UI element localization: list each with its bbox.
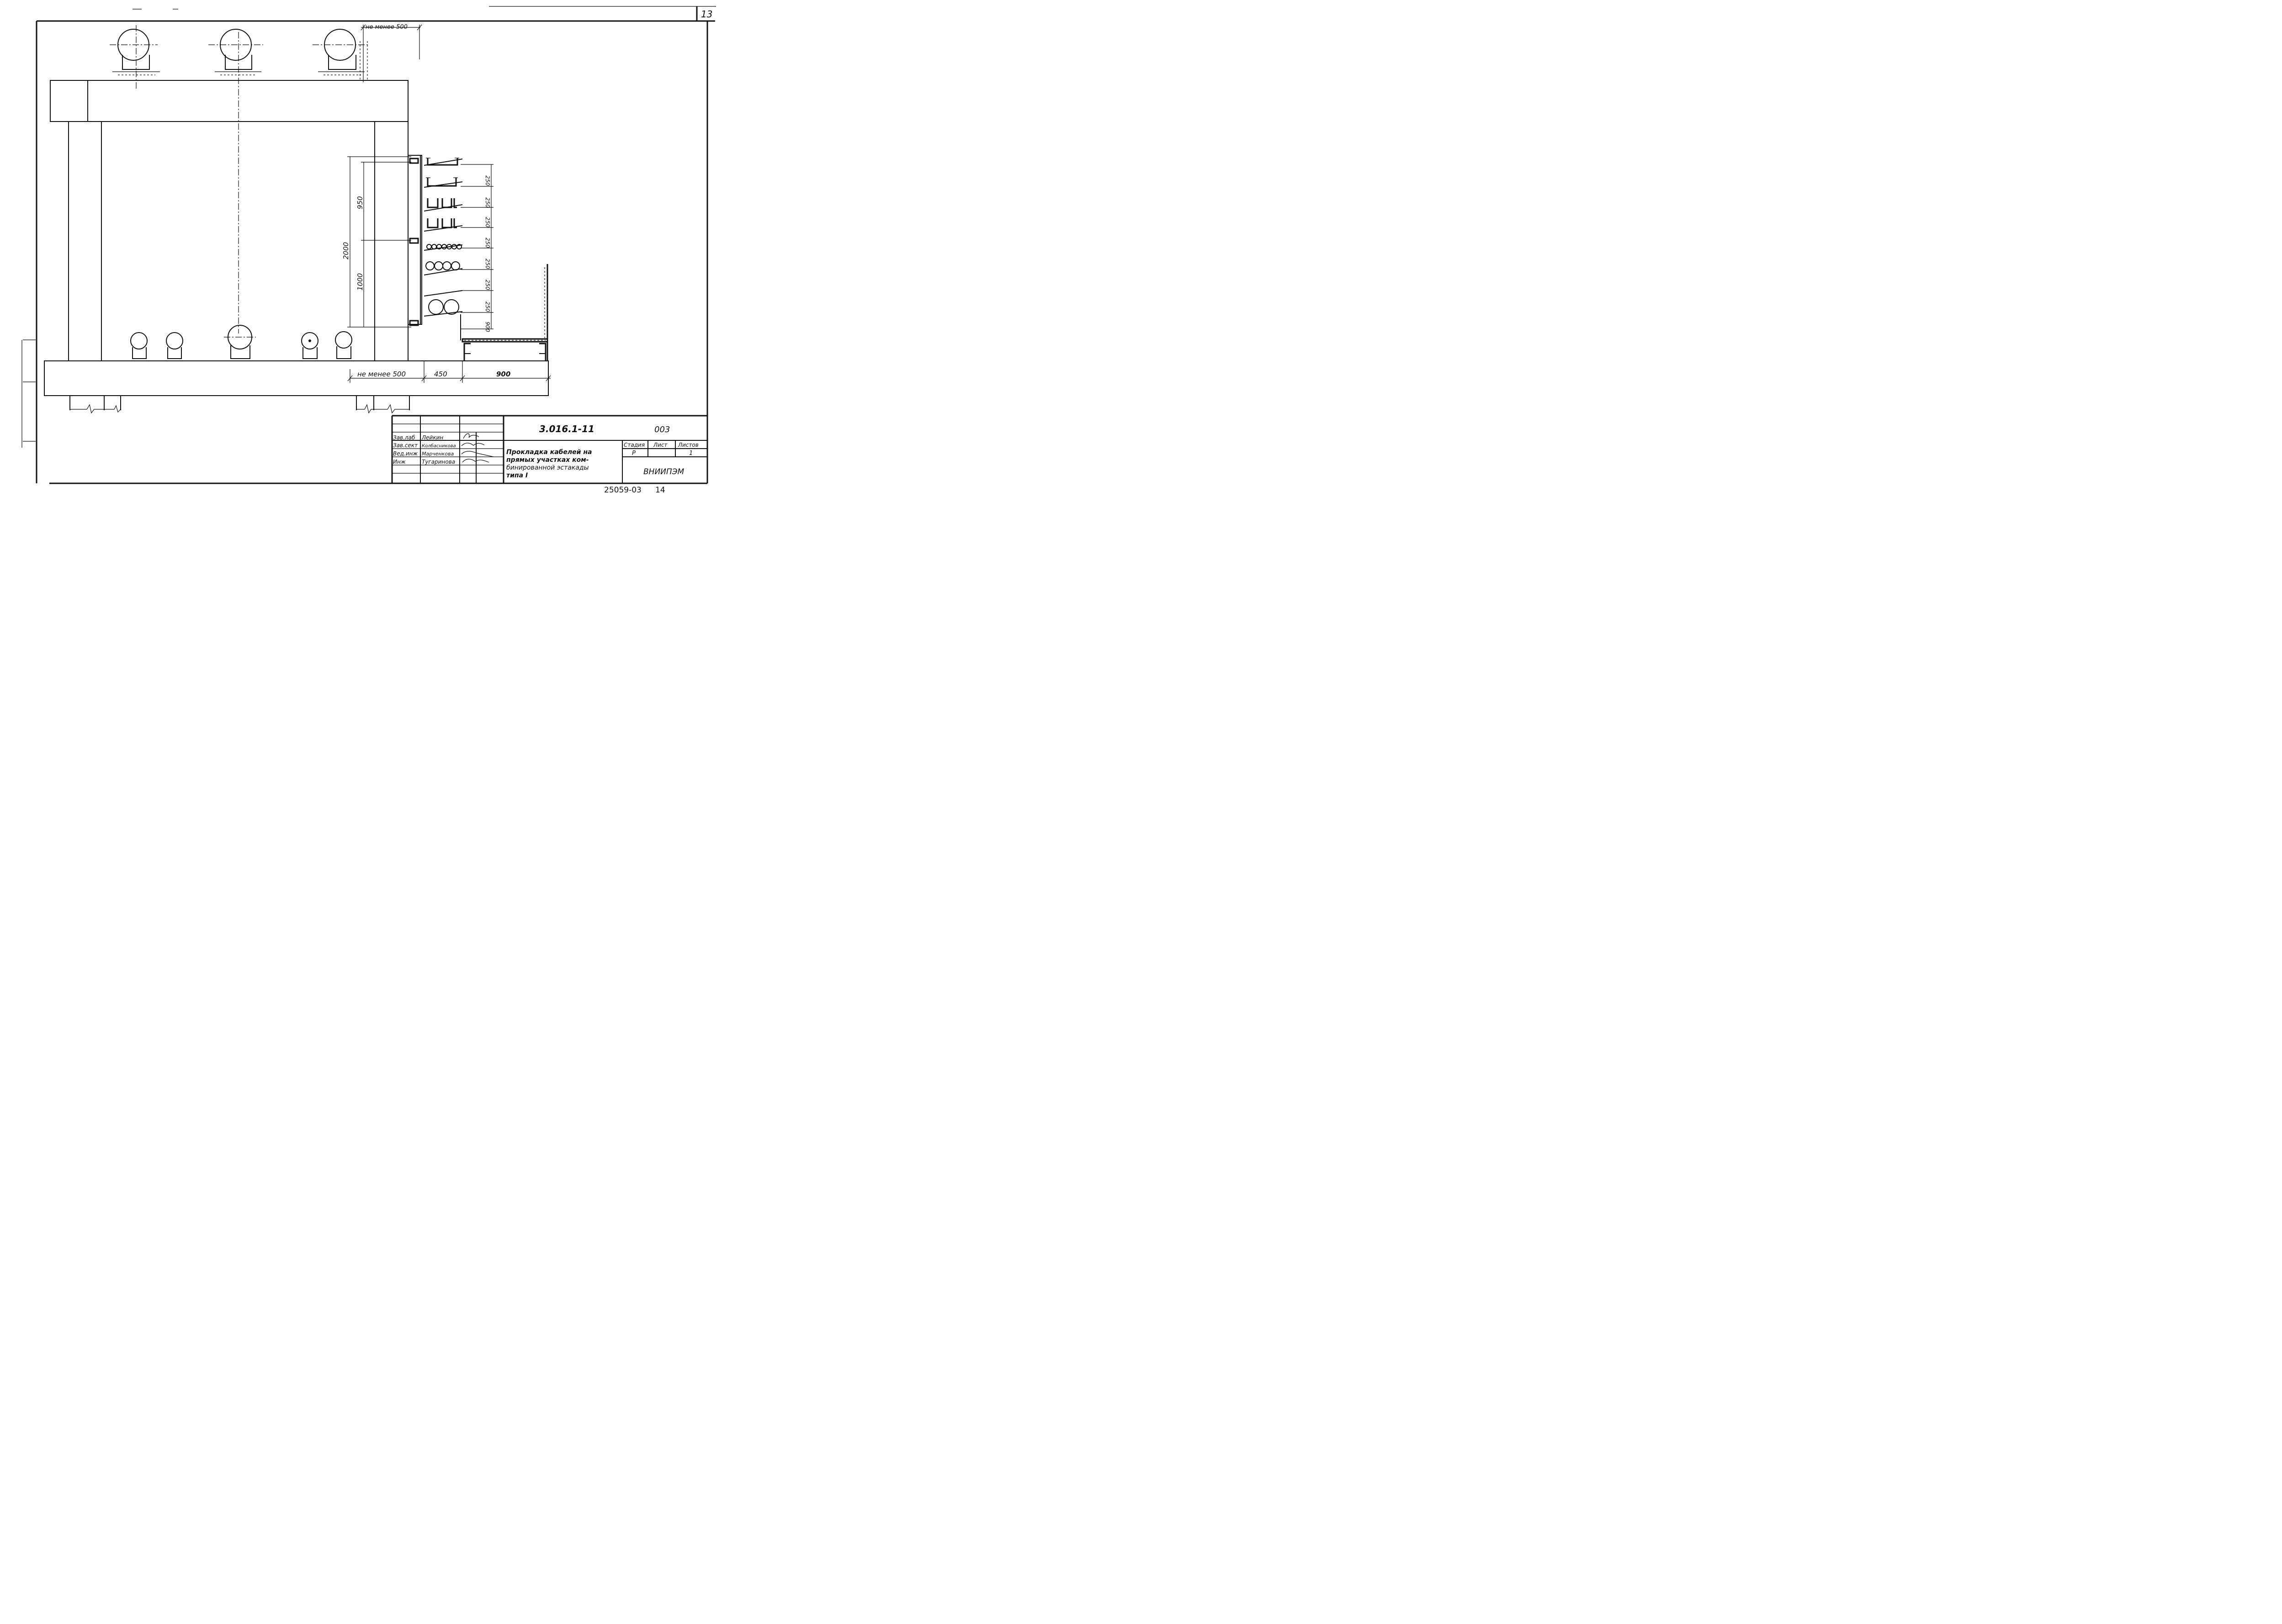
lower-pipe-2: [166, 332, 183, 359]
top-clearance-label: не менее 500: [366, 24, 408, 31]
designation: 3.016.1-11: [539, 423, 594, 434]
staff-name: Колбасникова: [422, 443, 456, 449]
cable-shelf-1: [424, 158, 463, 166]
upper-crossbeam: [50, 80, 409, 122]
shelf-spacing-label: 250: [484, 302, 491, 312]
sheet-number: 13: [701, 9, 712, 20]
staff-name: Марченкова: [422, 451, 454, 457]
shelf-spacing-label: 900: [484, 322, 491, 332]
staff-name: Тугаринова: [422, 459, 455, 465]
cable-shelf-6: [424, 261, 463, 275]
cable-tray: [462, 264, 548, 361]
cable-shelf-4: [424, 218, 463, 232]
staff-role: Инж: [393, 459, 406, 465]
sheets-value: 1: [689, 450, 693, 457]
height-total-label: 2000: [342, 242, 350, 259]
rack-height-dimension: [347, 156, 411, 328]
sheets-header: Листов: [678, 442, 699, 448]
cable-shelf-7: [424, 290, 463, 296]
cable-trestle-drawing: 13: [21, 6, 716, 495]
sheet-code: 003: [654, 425, 670, 434]
shelf-rack-post: [408, 155, 422, 326]
stage-value: Р: [632, 450, 636, 457]
staff-role: Зав.сект: [393, 442, 418, 449]
cable-shelf-8: [424, 299, 463, 340]
top-clearance-dimension: [361, 24, 422, 82]
upper-pipe-1: [110, 25, 160, 90]
sheet-frame: [36, 6, 716, 484]
stage-header: Стадия: [624, 442, 645, 448]
title-line: Прокладка кабелей на: [506, 449, 592, 456]
staff-name: Лейкин: [421, 434, 443, 441]
title-line: прямых участках ком-: [506, 456, 589, 464]
sheet-header: Лист: [653, 442, 668, 448]
signatures: [461, 433, 494, 463]
archive-number: 25059-03: [604, 486, 642, 495]
bottom-dimension-chain: [347, 361, 551, 383]
shelf-spacing-label: 250: [484, 217, 491, 227]
width-tray-label: 900: [496, 370, 510, 378]
shelf-spacing-dimension-chain: [461, 164, 494, 329]
lower-pipe-3: [224, 325, 256, 359]
cable-shelf-2: [424, 177, 463, 188]
staff-role: Зав.лаб: [393, 434, 415, 441]
binding-margin-marks: [21, 339, 36, 448]
shelf-spacing-label: 250: [484, 259, 491, 269]
column-stubs: [69, 396, 410, 414]
lower-pipe-5: [335, 331, 352, 359]
cable-shelf-3: [424, 198, 463, 212]
trestle-column-left: [68, 122, 102, 361]
upper-pipe-2: [208, 29, 263, 75]
lower-pipe-1: [130, 332, 148, 359]
shelf-spacing-label: 250: [484, 175, 491, 186]
archive-page: 14: [655, 486, 665, 495]
title-line: бинированной эстакады: [506, 464, 589, 471]
height-lower-label: 1000: [356, 273, 364, 291]
upper-pipe-3: [313, 29, 368, 80]
title-line: типа I: [506, 472, 528, 479]
organization: ВНИИПЭМ: [643, 467, 685, 476]
shelf-spacing-label: 250: [484, 238, 491, 248]
shelf-spacing-label: 250: [484, 197, 491, 208]
cable-shelf-5: [424, 244, 463, 251]
bottom-clearance-label: не менее 500: [357, 370, 406, 378]
shelf-spacing-label: 250: [484, 280, 491, 290]
trestle-column-right: [374, 122, 409, 361]
lower-pipe-4: [301, 332, 318, 359]
height-upper-label: 950: [356, 196, 364, 209]
staff-role: Вед.инж: [393, 450, 418, 457]
title-block: [391, 415, 707, 483]
width-shelf-label: 450: [434, 370, 447, 378]
